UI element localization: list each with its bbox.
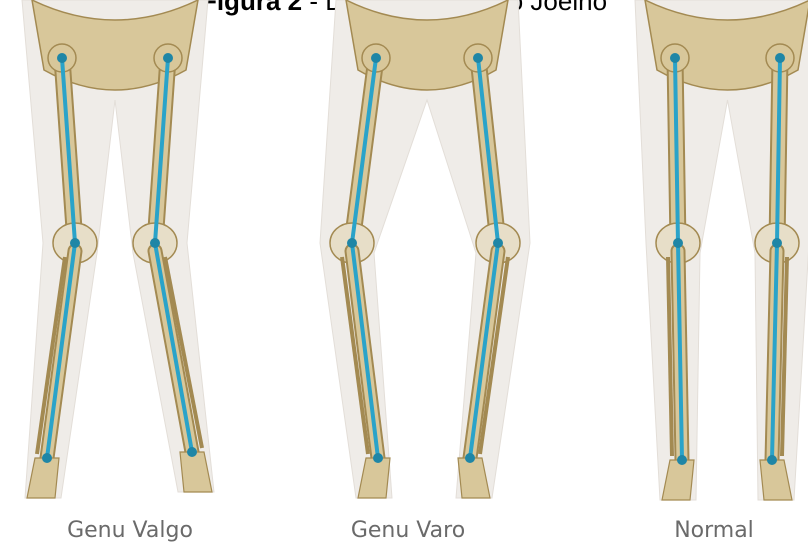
axis-point <box>772 238 782 248</box>
axis-point <box>670 53 680 63</box>
axis-point <box>767 455 777 465</box>
axis-point <box>42 453 52 463</box>
axis-point <box>163 53 173 63</box>
axis-point <box>473 53 483 63</box>
axis-point <box>57 53 67 63</box>
axis-point <box>347 238 357 248</box>
panel-valgus <box>22 0 214 498</box>
axis-point <box>150 238 160 248</box>
axis-point <box>187 447 197 457</box>
axis-point <box>371 53 381 63</box>
axis-point <box>465 453 475 463</box>
caption-genu-valgo: Genu Valgo <box>30 518 230 543</box>
axis-point <box>677 455 687 465</box>
caption-normal: Normal <box>614 518 808 543</box>
axis-point <box>373 453 383 463</box>
panel-normal <box>635 0 808 500</box>
axis-point <box>673 238 683 248</box>
panel-varus <box>320 0 530 498</box>
axis-point <box>775 53 785 63</box>
caption-genu-varo: Genu Varo <box>308 518 508 543</box>
axis-point <box>493 238 503 248</box>
axis-point <box>70 238 80 248</box>
